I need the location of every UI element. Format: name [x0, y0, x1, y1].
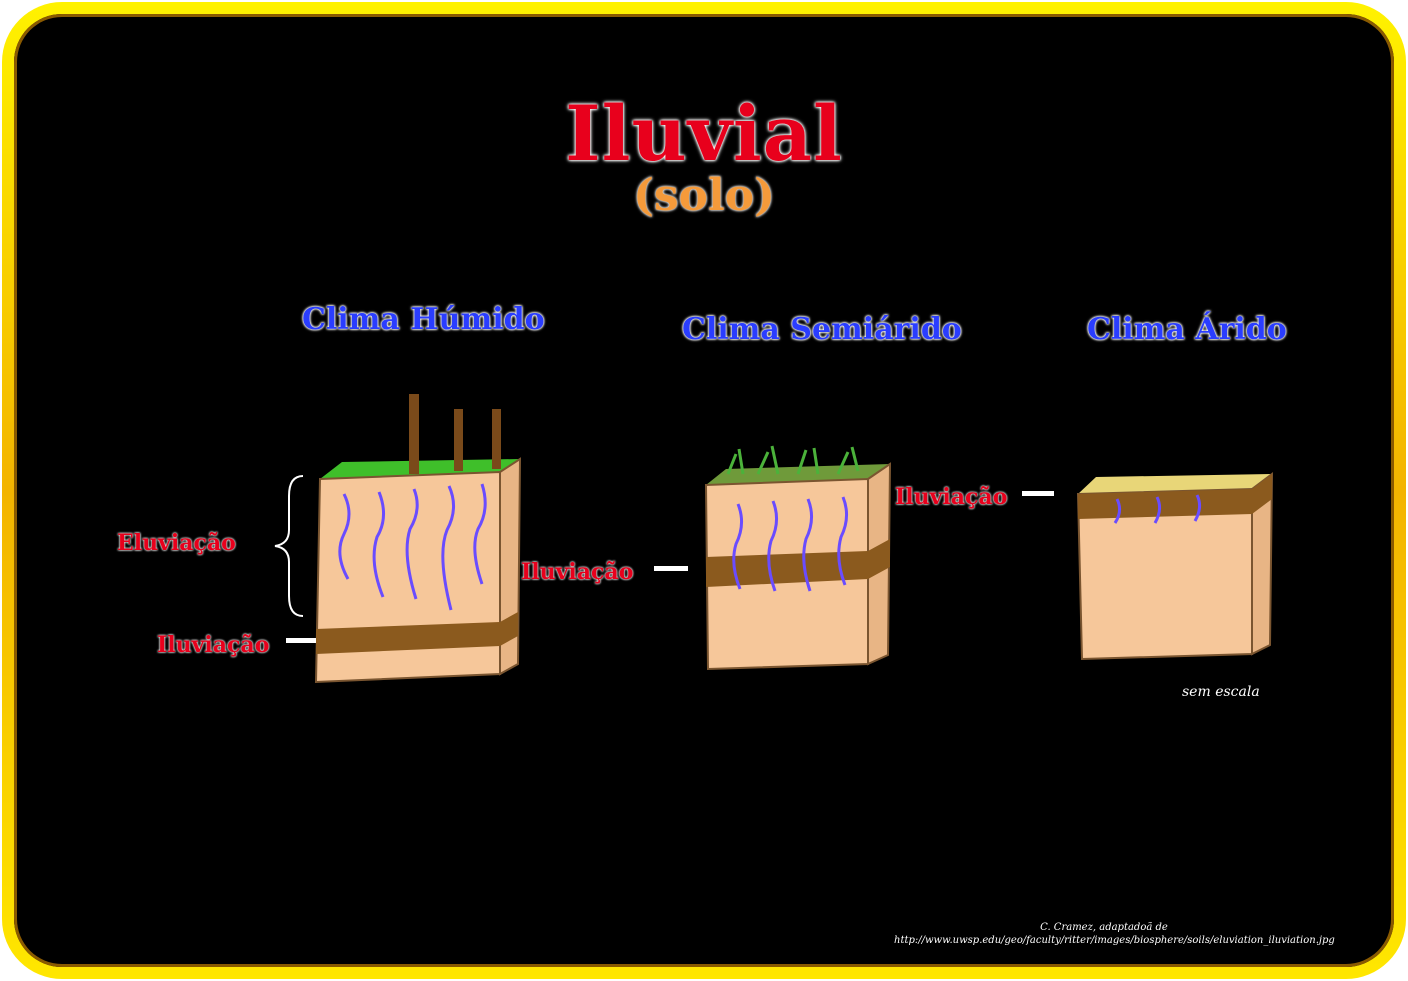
- climate-humid-heading: Clima Húmido: [302, 302, 545, 337]
- label-eluviation: Eluviação: [117, 530, 236, 556]
- slide-canvas: Iluvial (solo) Clima Húmido Clima Semiár…: [14, 14, 1394, 967]
- slide-subtitle: (solo): [633, 170, 775, 221]
- leaching-arrows: [338, 483, 487, 611]
- scale-note: sem escala: [1182, 684, 1260, 700]
- pointer-dash-arid: [1022, 491, 1054, 496]
- grass-tufts: [726, 445, 860, 475]
- label-illuviation-arid: Iluviação: [895, 484, 1008, 510]
- pointer-dash-humid: [286, 638, 316, 643]
- leaching-arrows: [1113, 494, 1202, 524]
- label-illuviation-humid: Iluviação: [157, 632, 270, 658]
- label-illuviation-semiarid: Iluviação: [521, 559, 634, 585]
- soil-block-semiarid: [704, 445, 892, 671]
- brace-eluviation: [274, 475, 304, 617]
- credit-line-2: http://www.uwsp.edu/geo/faculty/ritter/i…: [894, 935, 1335, 946]
- climate-arid-heading: Clima Árido: [1087, 312, 1287, 347]
- illuvial-band: [1078, 474, 1272, 519]
- credit-line-1: C. Cramez, adaptadoã de: [1040, 922, 1168, 933]
- climate-semiarid-heading: Clima Semiárido: [682, 312, 962, 347]
- soil-block-humid: [314, 394, 522, 684]
- soil-side: [1251, 471, 1274, 656]
- leaching-arrows: [732, 496, 848, 592]
- slide-title: Iluvial: [565, 89, 843, 178]
- tree-trunks: [409, 394, 501, 474]
- illuvial-band: [316, 612, 518, 654]
- illuvial-band: [706, 539, 890, 587]
- pointer-dash-semiarid: [654, 566, 688, 571]
- soil-block-arid: [1076, 471, 1274, 661]
- grass-surface: [320, 459, 520, 479]
